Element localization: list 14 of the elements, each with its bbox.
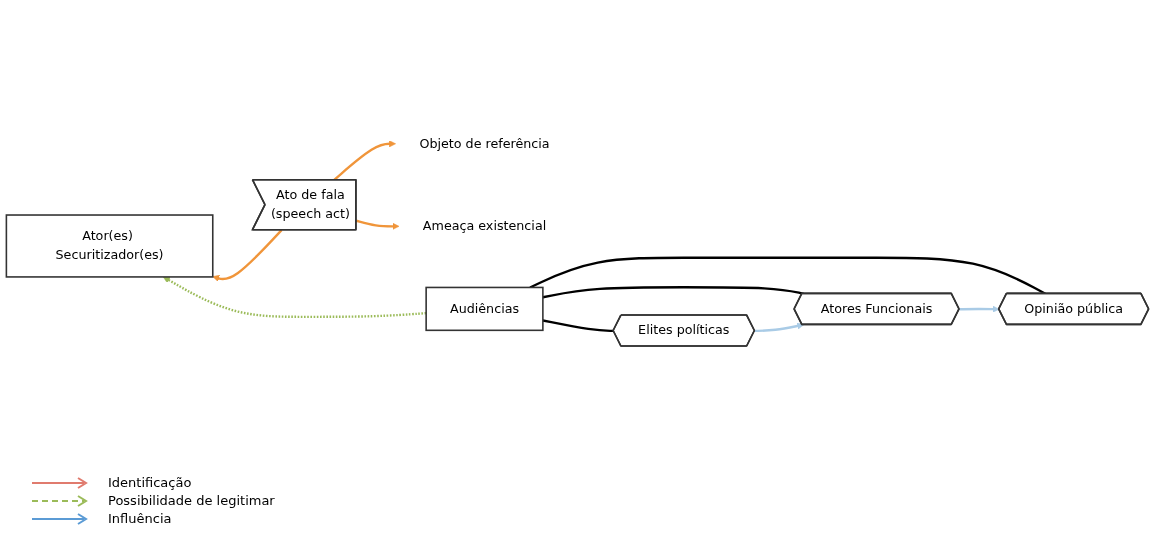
legend-label: Influência [108, 511, 172, 526]
node-box: Audiências [425, 286, 544, 331]
legend-label: Possibilidade de legitimar [108, 493, 275, 508]
arrow [959, 305, 1000, 313]
arrow [355, 219, 400, 230]
node-box: Ator(es) Securitizador(es) [5, 214, 214, 278]
connector [542, 285, 804, 299]
connector [542, 319, 614, 332]
arrow [212, 229, 283, 282]
node-text: Objeto de referência [419, 135, 550, 151]
node-text: Ameaça existencial [422, 218, 547, 234]
legend-label: Identificação [108, 475, 192, 490]
arrow [754, 322, 805, 332]
connector [529, 256, 1046, 295]
